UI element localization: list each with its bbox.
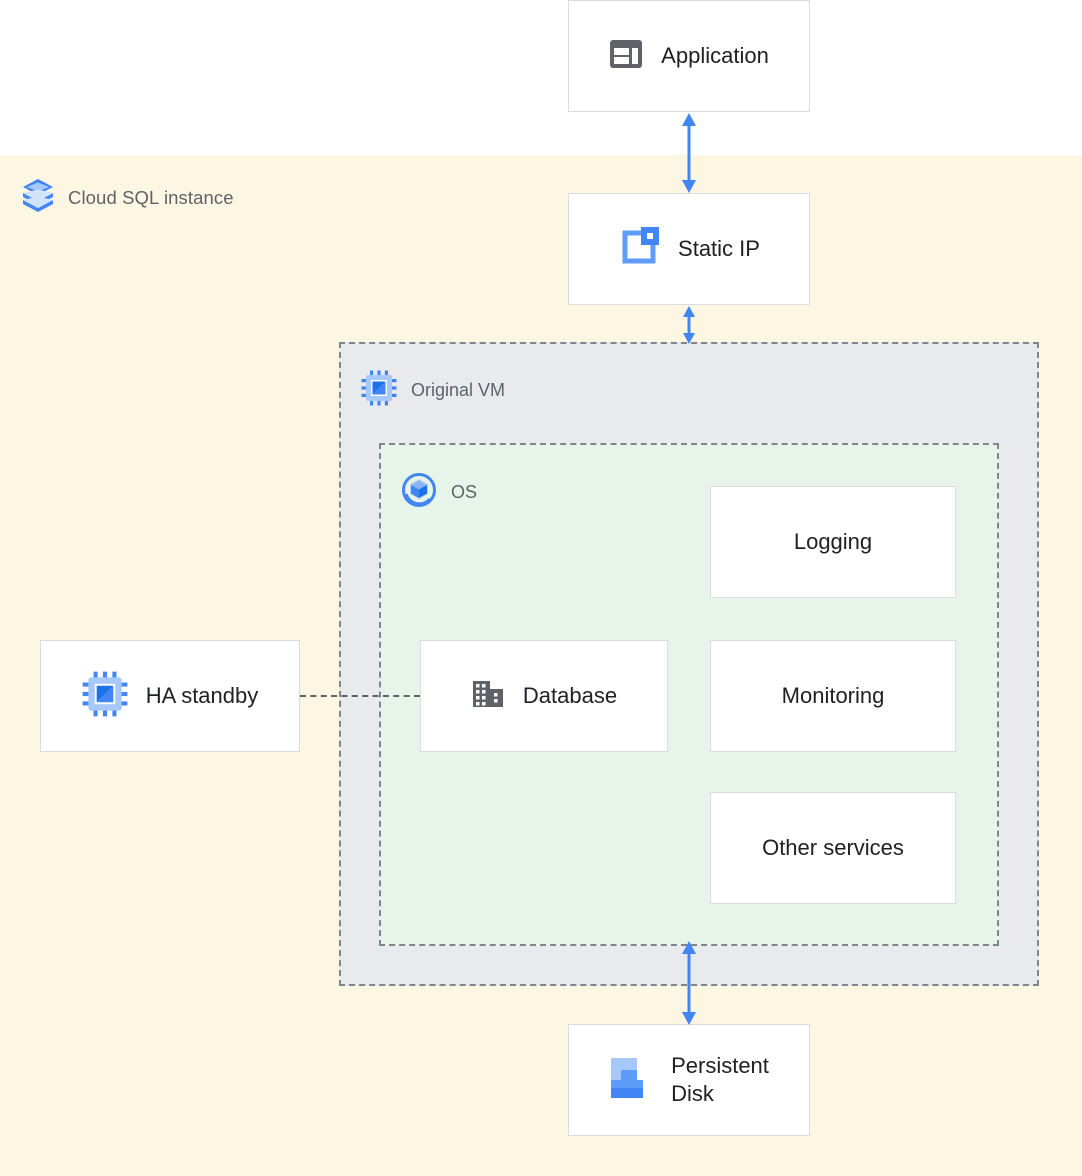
database-node[interactable]: Database (420, 640, 668, 752)
connector-application-static-ip (682, 113, 696, 193)
os-label: OS (451, 482, 478, 502)
monitoring-node[interactable]: Monitoring (710, 640, 956, 752)
ha-standby-label: HA standby (145, 682, 259, 708)
persistent-disk-label: Persistent Disk (671, 1052, 769, 1106)
application-label: Application (661, 42, 769, 68)
cloud-sql-instance-header: Cloud SQL instance (22, 178, 234, 217)
original-vm-label: Original VM (411, 380, 506, 400)
application-node[interactable]: Application (568, 0, 810, 112)
persistent-disk-node[interactable]: Persistent Disk (568, 1024, 810, 1136)
vm-chip-icon (82, 671, 128, 722)
connector-ha-standby-database (300, 695, 420, 697)
logging-node[interactable]: Logging (710, 486, 956, 598)
database-label: Database (522, 682, 618, 708)
connector-static-ip-vm (683, 306, 695, 344)
static-ip-node[interactable]: Static IP (568, 193, 810, 305)
connector-os-persistent-disk (682, 941, 696, 1025)
cloud-sql-icon (22, 178, 54, 217)
other-services-node[interactable]: Other services (710, 792, 956, 904)
monitoring-label: Monitoring (781, 682, 885, 708)
static-ip-icon (618, 226, 660, 273)
persistent-disk-icon (609, 1056, 649, 1105)
os-disc-icon (401, 472, 437, 513)
original-vm-header: Original VM (361, 370, 505, 411)
logging-label: Logging (793, 528, 873, 554)
other-services-label: Other services (762, 834, 904, 860)
vm-chip-icon (361, 370, 397, 411)
static-ip-label: Static IP (678, 235, 760, 261)
application-window-icon (609, 39, 643, 74)
ha-standby-node[interactable]: HA standby (40, 640, 300, 752)
os-header: OS (401, 472, 477, 513)
cloud-sql-instance-label: Cloud SQL instance (68, 186, 234, 208)
database-building-icon (471, 677, 505, 716)
